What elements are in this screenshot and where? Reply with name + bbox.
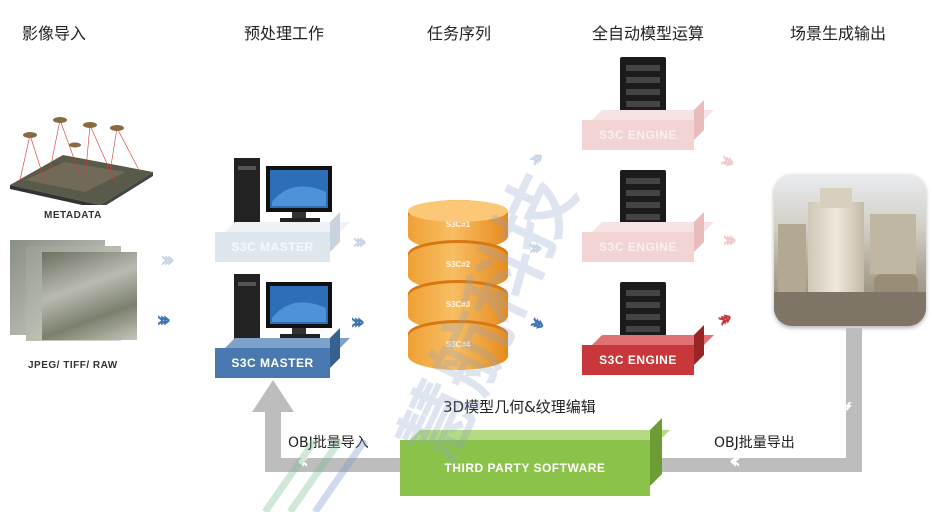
arrow-icon: ›››	[350, 310, 365, 335]
computer-icon	[234, 158, 332, 228]
server-icon	[620, 282, 666, 348]
third-party-title: 3D模型几何&纹理编辑	[443, 398, 596, 416]
queue-layer-label: S3C#2	[445, 260, 471, 269]
arrow-icon: ›››	[712, 307, 732, 334]
arrow-faint-icon: ›››	[352, 230, 367, 255]
queue-layer-label: S3C#1	[445, 220, 471, 229]
third-party-software-block: THIRD PARTY SOFTWARE	[400, 440, 650, 496]
task-queue-cylinder: S3C#1 S3C#2 S3C#3 S3C#4	[408, 200, 508, 370]
aerial-photo-stack	[10, 240, 140, 341]
arrow-faint-icon: ›››	[722, 228, 737, 253]
metadata-label: METADATA	[44, 210, 102, 221]
s3c-master-platform-faint: S3C MASTER	[215, 232, 330, 262]
return-route-line	[265, 408, 281, 472]
s3c-master-platform: S3C MASTER	[215, 348, 330, 378]
col-title-queue: 任务序列	[427, 24, 492, 43]
up-arrow-icon	[252, 380, 294, 412]
col-title-output: 场景生成输出	[790, 24, 887, 43]
s3c-engine-platform: S3C ENGINE	[582, 345, 694, 375]
obj-import-label: OBJ批量导入	[288, 435, 369, 451]
server-icon	[620, 170, 666, 236]
col-title-import: 影像导入	[22, 24, 87, 43]
computer-icon	[234, 274, 332, 344]
arrow-faint-icon: ›››	[716, 147, 734, 174]
obj-export-label: OBJ批量导出	[714, 435, 795, 451]
s3c-engine-platform-faint: S3C ENGINE	[582, 120, 694, 150]
col-title-preprocess: 预处理工作	[244, 24, 325, 43]
arrow-faint-icon: ›››	[160, 248, 175, 273]
col-title-auto-compute: 全自动模型运算	[592, 24, 705, 43]
return-route-line	[846, 328, 862, 468]
arrow-icon: ›››	[156, 308, 171, 333]
server-icon	[620, 57, 666, 123]
scene-output-image	[774, 174, 926, 326]
formats-label: JPEG/ TIFF/ RAW	[28, 360, 118, 371]
watermark-text: 慧航科技	[383, 161, 593, 475]
s3c-engine-platform-faint: S3C ENGINE	[582, 232, 694, 262]
metadata-terrain-image	[10, 117, 153, 205]
down-chevron-icon: ››	[834, 399, 860, 407]
queue-layer-label: S3C#3	[445, 300, 471, 309]
queue-layer-label: S3C#4	[445, 340, 471, 349]
watermark-logo	[262, 440, 368, 512]
left-chevron-icon: ››	[735, 449, 742, 474]
